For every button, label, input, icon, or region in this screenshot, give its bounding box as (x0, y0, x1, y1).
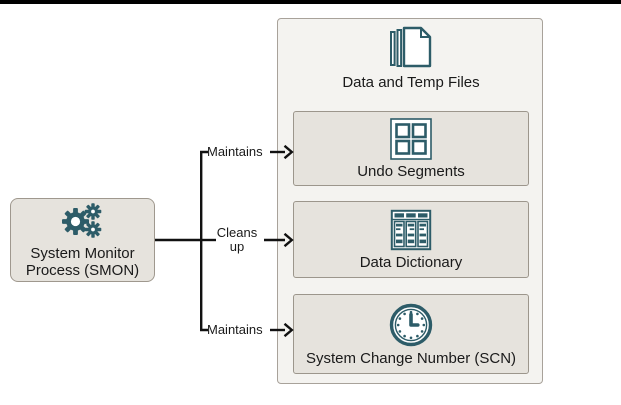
edge-label-cleans-up: Cleans up (216, 225, 258, 254)
group-header-data-and-temp-files: Data and Temp Files (293, 25, 529, 91)
node-label: Data Dictionary (359, 254, 463, 271)
smon-node: System Monitor Process (SMON) (10, 198, 155, 282)
books-icon (388, 208, 434, 252)
node-system-change-number: System Change Number (SCN) (293, 294, 529, 374)
group-header-label: Data and Temp Files (342, 74, 480, 91)
node-undo-segments: Undo Segments (293, 111, 529, 186)
smon-label: System Monitor Process (SMON) (25, 245, 140, 279)
grid-icon (389, 117, 433, 161)
node-label: Undo Segments (357, 163, 465, 180)
top-border (0, 0, 621, 4)
node-data-dictionary: Data Dictionary (293, 201, 529, 278)
node-label: System Change Number (SCN) (305, 349, 517, 367)
group-container: Data and Temp Files Undo Segments (277, 18, 543, 384)
clock-icon (388, 302, 434, 348)
files-icon (388, 25, 434, 69)
gears-icon (59, 201, 107, 243)
edge-label-maintains-bottom: Maintains (207, 321, 263, 337)
edge-label-maintains-top: Maintains (207, 143, 263, 159)
